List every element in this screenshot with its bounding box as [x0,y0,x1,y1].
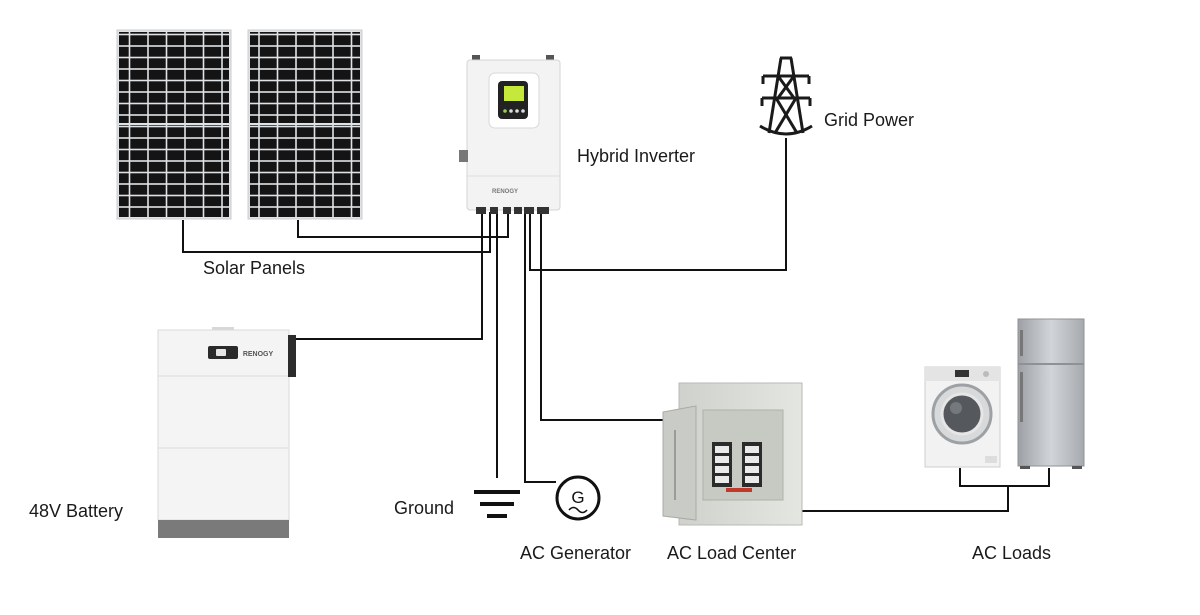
wire-solar-left [182,212,491,253]
battery-48v: RENOGY [157,327,296,538]
generator-symbol-icon: G [555,475,601,521]
label-ac-generator: AC Generator [520,543,632,563]
ac-load-center [662,382,803,526]
label-ground: Ground [394,498,455,518]
washing-machine [924,366,1001,468]
label-ac-load-center: AC Load Center [667,543,797,563]
wire-generator [524,212,556,483]
ground-symbol-icon [474,490,520,518]
solar-panel-right [247,29,363,220]
hybrid-inverter: RENOGY [459,55,561,214]
solar-panel-left [116,29,232,220]
wire-solar-right [297,212,509,238]
wiring [182,138,1050,512]
battery-brand-logo: RENOGY [243,351,274,358]
wire-appliances [959,468,1050,487]
inverter-brand-logo: RENOGY [492,189,518,195]
label-hybrid-inverter: Hybrid Inverter [577,146,696,166]
wire-ac-loads [802,486,1009,512]
generator-symbol-letter: G [571,488,584,507]
label-ac-loads: AC Loads [972,543,1052,563]
wire-battery [296,212,483,340]
wire-load-center [540,212,664,421]
transmission-tower-icon [759,56,813,136]
label-solar-panels: Solar Panels [203,258,306,278]
wire-grid [529,138,787,271]
label-grid-power: Grid Power [824,110,915,130]
label-battery: 48V Battery [29,501,124,521]
refrigerator [1017,318,1085,469]
